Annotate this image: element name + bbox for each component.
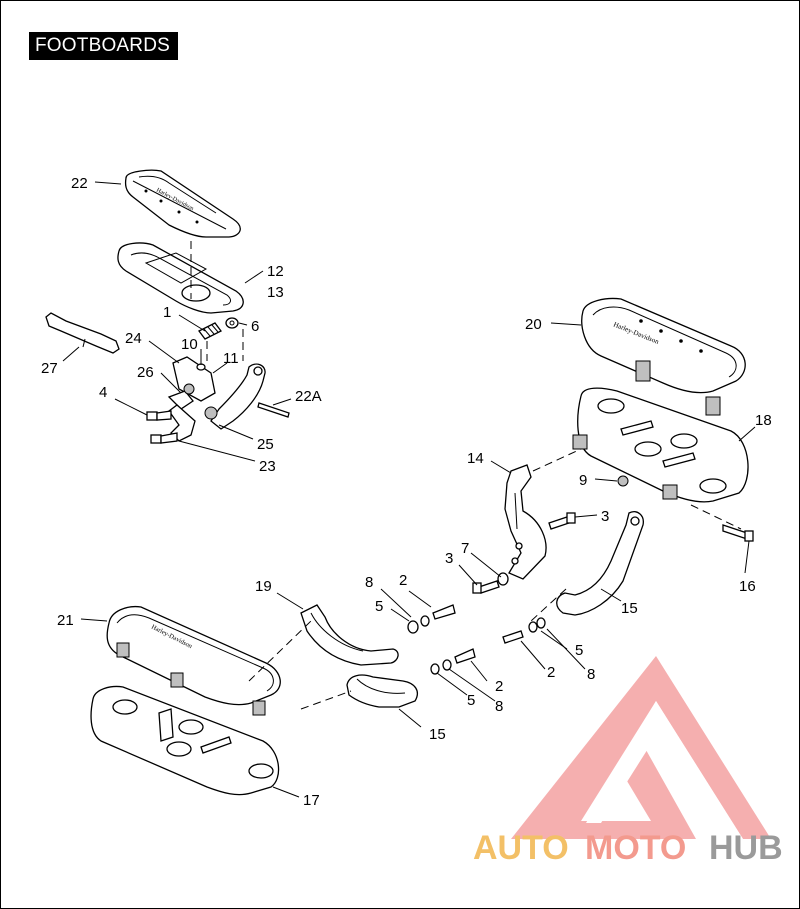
label-18: 18 [755, 412, 772, 429]
label-23: 23 [259, 458, 276, 475]
part-14-bracket [504, 464, 547, 580]
label-24: 24 [125, 330, 142, 347]
part-2-screw-center [432, 604, 456, 620]
label-8-right: 8 [587, 666, 595, 683]
label-2-lower: 2 [495, 678, 503, 695]
label-7: 7 [461, 540, 469, 557]
label-14: 14 [467, 450, 484, 467]
part-24-bracket [172, 356, 216, 402]
label-12: 12 [267, 263, 284, 280]
label-8-center: 8 [365, 574, 373, 591]
label-11: 11 [223, 350, 239, 367]
part-5-washer-right [528, 621, 538, 633]
part-6-washer [225, 317, 239, 329]
label-22A: 22A [295, 388, 322, 405]
label-2-right: 2 [547, 664, 555, 681]
part-27-plate [45, 312, 120, 354]
label-3-upper: 3 [601, 508, 609, 525]
label-5-right: 5 [575, 642, 583, 659]
part-12-footboard-housing [117, 242, 244, 314]
part-19-arm [300, 604, 399, 666]
label-5-lower: 5 [467, 692, 475, 709]
part-3-screw-lower [472, 580, 500, 594]
part-2-screw-right [502, 630, 524, 644]
part-15-arm-lower [346, 674, 418, 708]
label-17: 17 [303, 792, 320, 809]
svg-text:AUTO: AUTO [473, 829, 569, 867]
part-25-pivot-arm [210, 363, 266, 430]
part-21-footboard-pad: Harley-Davidson [106, 605, 281, 716]
label-3-lower: 3 [445, 550, 453, 567]
label-22: 22 [71, 175, 88, 192]
label-9: 9 [579, 472, 587, 489]
label-19: 19 [255, 578, 272, 595]
label-20: 20 [525, 316, 542, 333]
label-16: 16 [739, 578, 756, 595]
part-8-washer-lower [442, 659, 452, 671]
label-26: 26 [137, 364, 154, 381]
part-1-spring [198, 322, 222, 340]
svg-text:MOTO: MOTO [585, 829, 686, 867]
part-8-washer-right [536, 617, 546, 629]
part-3-screw-upper [548, 512, 576, 530]
label-15-right: 15 [621, 600, 638, 617]
page-title: FOOTBOARDS [29, 32, 179, 60]
label-4: 4 [99, 384, 107, 401]
part-5-washer-center [407, 620, 419, 634]
label-27: 27 [41, 360, 58, 377]
part-22A-pin [257, 402, 290, 418]
part-16-bolt [722, 524, 754, 542]
watermark-text: AUTO MOTO HUB [473, 829, 783, 867]
label-10: 10 [181, 336, 198, 353]
label-2-center: 2 [399, 572, 407, 589]
part-9-nut [617, 475, 629, 487]
label-6: 6 [251, 318, 259, 335]
label-1: 1 [163, 304, 171, 321]
label-25: 25 [257, 436, 274, 453]
label-21: 21 [57, 612, 74, 629]
part-5-washer-lower [430, 663, 440, 675]
svg-text:HUB: HUB [709, 829, 783, 867]
watermark-logo [511, 656, 771, 839]
part-2-screw-lower [454, 648, 476, 664]
part-22-footboard-pad: Harley-Davidson [124, 169, 241, 238]
label-8-lower: 8 [495, 698, 503, 715]
part-7-washer [497, 572, 509, 586]
label-5-center: 5 [375, 598, 383, 615]
part-20-footboard-pad: Harley-Davidson [581, 297, 746, 416]
part-23-screw [150, 432, 178, 444]
part-8-washer-center [420, 615, 430, 627]
part-17-footboard-pan [90, 685, 280, 796]
label-13: 13 [267, 284, 284, 301]
label-15-lower: 15 [429, 726, 446, 743]
part-4-screw [146, 410, 172, 421]
part-15-arm-right [556, 511, 644, 616]
part-18-footboard-pan [572, 387, 749, 503]
